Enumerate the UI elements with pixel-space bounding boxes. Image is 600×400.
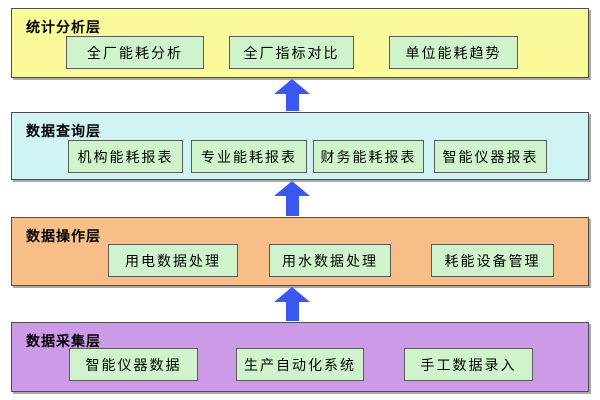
diagram-node: 生产自动化系统: [236, 348, 364, 381]
up-arrow-head: [274, 79, 310, 94]
up-arrow-shaft: [285, 302, 299, 321]
layer-title: 数据采集层: [26, 333, 101, 349]
diagram-node: 耗能设备管理: [431, 244, 554, 277]
layer-title: 数据操作层: [26, 228, 101, 244]
diagram-node: 智能仪器数据: [69, 348, 198, 381]
diagram-node: 单位能耗趋势: [389, 36, 518, 69]
diagram-node: 全厂指标对比: [229, 36, 354, 69]
up-arrow-head: [274, 287, 310, 302]
up-arrow-icon: [274, 181, 310, 216]
layer-statistical-analysis: 统计分析层 全厂能耗分析 全厂指标对比 单位能耗趋势: [11, 8, 589, 78]
layer-data-query: 数据查询层 机构能耗报表 专业能耗报表 财务能耗报表 智能仪器报表: [11, 112, 589, 180]
layer-title: 数据查询层: [26, 123, 101, 139]
diagram-node: 用电数据处理: [108, 244, 238, 277]
up-arrow-icon: [274, 79, 310, 111]
layer-title: 统计分析层: [26, 19, 101, 35]
diagram-node: 财务能耗报表: [313, 140, 424, 173]
up-arrow-head: [274, 181, 310, 196]
up-arrow-shaft: [285, 196, 299, 216]
up-arrow-icon: [274, 287, 310, 321]
layer-data-collection: 数据采集层 智能仪器数据 生产自动化系统 手工数据录入: [11, 322, 589, 392]
diagram-node: 智能仪器报表: [434, 140, 547, 173]
up-arrow-shaft: [285, 94, 299, 111]
diagram-node: 机构能耗报表: [68, 140, 183, 173]
diagram-node: 全厂能耗分析: [66, 36, 204, 69]
layer-data-operation: 数据操作层 用电数据处理 用水数据处理 耗能设备管理: [11, 217, 589, 286]
diagram-node: 用水数据处理: [269, 244, 391, 277]
diagram-node: 手工数据录入: [404, 348, 533, 381]
diagram-node: 专业能耗报表: [191, 140, 307, 173]
